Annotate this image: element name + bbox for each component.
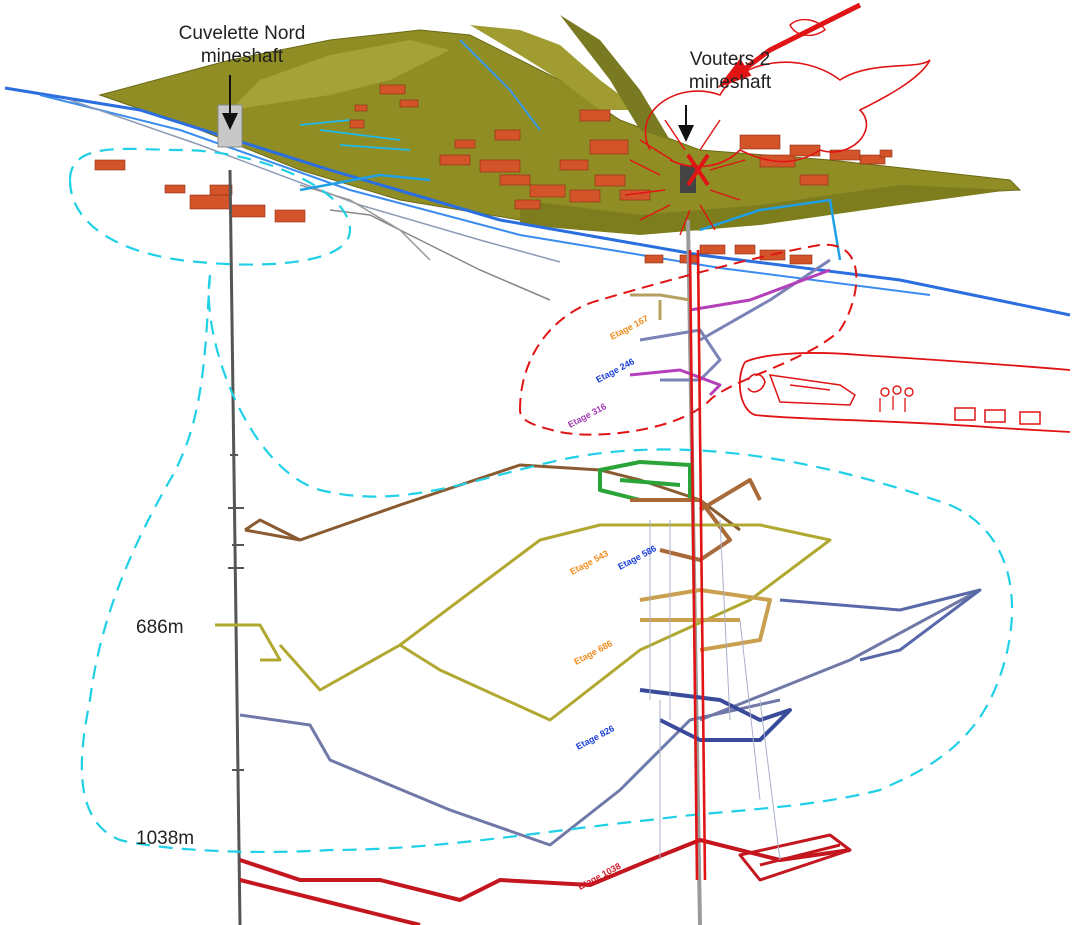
level-label-246: Etage 246 [594,356,636,385]
cuvelette-label-line2: mineshaft [200,46,284,67]
arrow-head [717,58,752,88]
smoke-cloud [644,59,931,168]
depth-label-1038: 1038m [136,828,195,849]
vouters-label-line1: Vouters 2 [689,49,771,70]
explosion-burst [624,119,746,236]
red-annotations [518,2,1071,881]
cross-mark [686,153,710,187]
level-label-826: Etage 826 [574,723,616,752]
cuvelette-shaft [228,169,242,925]
depth-label-686: 686m [136,617,184,638]
surface-terrain [4,15,1071,317]
cuvelette-surface-outline [68,147,352,266]
cuvelette-label: Cuvelette Nord mineshaft [152,22,332,68]
cuvelette-underground-outline [80,274,1014,854]
cuvelette-label-line1: Cuvelette Nord [178,23,306,44]
vouters-upper-levels-outline [518,243,858,436]
vouters-label-line2: mineshaft [688,72,772,93]
galleries [215,258,982,925]
level-label-316: Etage 316 [566,401,608,430]
cyan-annotations [68,147,1014,854]
rescue-vehicle [768,374,856,406]
burst-top [789,18,826,37]
tunnel-end-cap [747,373,766,393]
surface-buildings [94,84,893,265]
shaft-arrows [222,75,694,142]
vouters-shaft-red [688,249,707,881]
rescue-tunnel [738,352,1071,433]
level-label-167: Etage 167 [608,313,650,342]
level-label-686: Etage 686 [572,638,614,667]
vouters-label: Vouters 2 mineshaft [650,48,810,94]
level-label-543: Etage 543 [568,548,610,577]
level-labels: Etage 167 Etage 246 Etage 316 Etage 543 … [566,313,658,892]
level-label-586: Etage 586 [616,543,658,572]
